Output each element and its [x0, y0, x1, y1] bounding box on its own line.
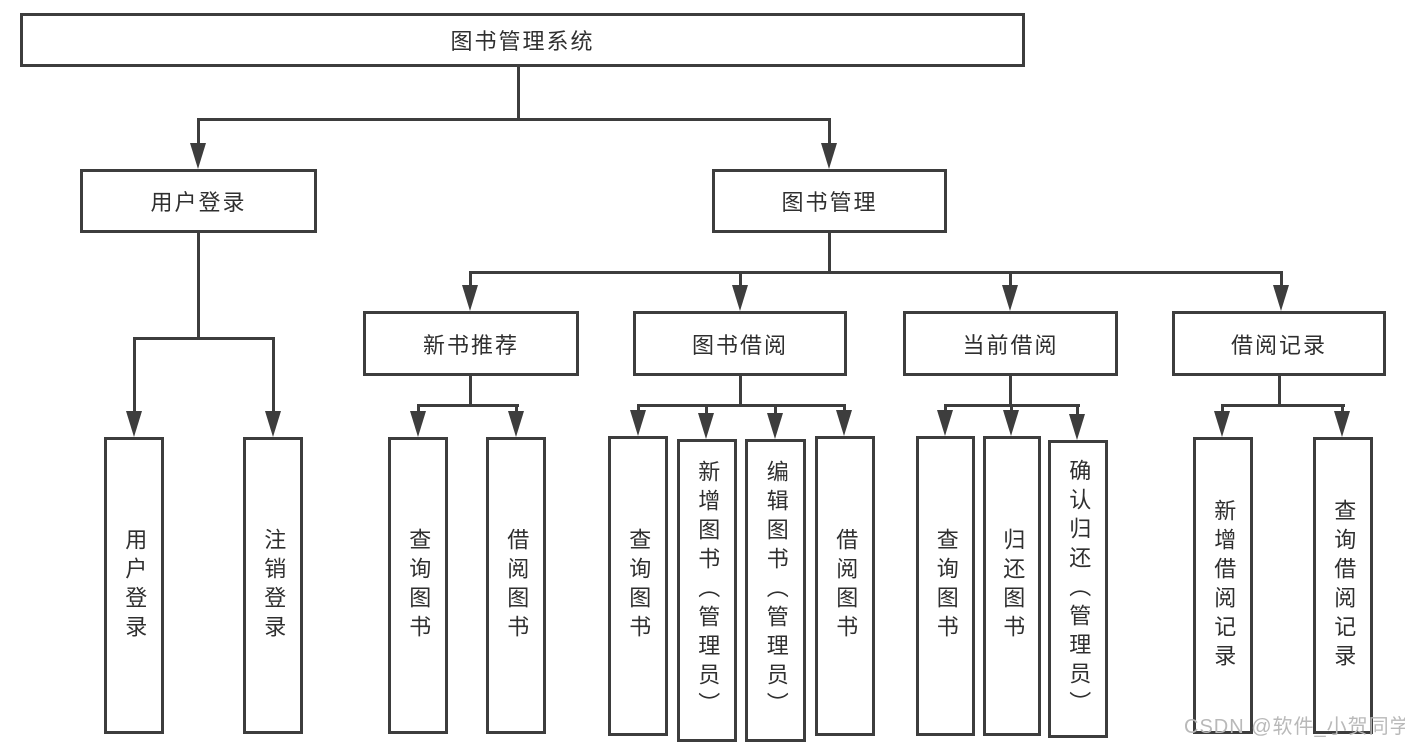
node-current-borrow: 当前借阅 [903, 311, 1118, 376]
leaf-user-login-label: 用户登录 [122, 527, 148, 644]
node-borrow-record: 借阅记录 [1172, 311, 1386, 376]
leaf-query-book-1-label: 查询图书 [406, 527, 432, 644]
watermark: CSDN @软件_小贺同学 [1184, 716, 1405, 738]
leaf-query-book-1: 查询图书 [388, 437, 448, 734]
arrowhead-down-icon [767, 413, 783, 439]
leaf-confirm-return-admin: 确认归还（管理员） [1048, 440, 1108, 738]
connector-line [828, 233, 831, 273]
node-current-borrow-label: 当前借阅 [962, 332, 1059, 358]
connector-line [637, 404, 846, 407]
node-new-book-rec-label: 新书推荐 [422, 332, 519, 358]
leaf-add-borrow-record: 新增借阅记录 [1193, 437, 1253, 734]
connector-line [843, 404, 846, 412]
arrowhead-down-icon [1003, 410, 1019, 436]
connector-line [417, 404, 420, 414]
leaf-borrow-book-1-label: 借阅图书 [504, 527, 530, 644]
arrowhead-down-icon [1273, 285, 1289, 311]
connector-line [774, 404, 777, 415]
arrowhead-down-icon [265, 411, 281, 437]
arrowhead-down-icon [836, 410, 852, 436]
node-book-mgmt: 图书管理 [712, 169, 947, 233]
connector-line [1278, 376, 1281, 407]
leaf-edit-book-admin-label: 编辑图书（管理员） [763, 460, 789, 721]
connector-line [517, 67, 520, 120]
node-root: 图书管理系统 [20, 13, 1025, 67]
connector-line [1009, 271, 1012, 288]
arrowhead-down-icon [1069, 414, 1085, 440]
node-user-login: 用户登录 [80, 169, 317, 233]
connector-line [133, 337, 275, 340]
leaf-borrow-book-1: 借阅图书 [486, 437, 546, 734]
node-book-borrow-label: 图书借阅 [691, 332, 788, 358]
leaf-add-borrow-record-label: 新增借阅记录 [1211, 498, 1237, 673]
node-user-login-label: 用户登录 [150, 190, 247, 215]
arrowhead-down-icon [1334, 411, 1350, 437]
connector-line [1009, 376, 1012, 407]
connector-line [1076, 404, 1079, 416]
arrowhead-down-icon [508, 411, 524, 437]
arrowhead-down-icon [732, 285, 748, 311]
connector-line [469, 376, 472, 407]
leaf-query-book-2-label: 查询图书 [626, 528, 652, 644]
leaf-query-book-3-label: 查询图书 [933, 528, 959, 644]
connector-line [197, 233, 200, 337]
connector-line [637, 404, 640, 412]
connector-line [828, 118, 831, 146]
connector-line [197, 118, 831, 121]
connector-line [417, 404, 519, 407]
leaf-confirm-return-admin-label: 确认归还（管理员） [1066, 458, 1092, 720]
node-book-borrow: 图书借阅 [633, 311, 847, 376]
leaf-query-book-2: 查询图书 [608, 436, 668, 736]
leaf-add-book-admin-label: 新增图书（管理员） [695, 460, 721, 721]
leaf-query-borrow-record-label: 查询借阅记录 [1331, 498, 1357, 673]
connector-line [515, 404, 518, 414]
arrowhead-down-icon [410, 411, 426, 437]
leaf-user-login: 用户登录 [104, 437, 164, 734]
leaf-borrow-book-2-label: 借阅图书 [833, 528, 859, 644]
leaf-return-book: 归还图书 [983, 436, 1041, 736]
leaf-query-borrow-record: 查询借阅记录 [1313, 437, 1373, 734]
arrowhead-down-icon [126, 411, 142, 437]
connector-line [1341, 404, 1344, 413]
arrowhead-down-icon [1002, 285, 1018, 311]
connector-line [944, 404, 947, 412]
leaf-query-book-3: 查询图书 [916, 436, 975, 736]
arrowhead-down-icon [630, 410, 646, 436]
connector-line [469, 271, 472, 288]
connector-line [1221, 404, 1224, 413]
node-book-mgmt-label: 图书管理 [781, 190, 878, 215]
arrowhead-down-icon [821, 143, 837, 169]
arrowhead-down-icon [1214, 411, 1230, 437]
leaf-return-book-label: 归还图书 [1000, 528, 1026, 644]
leaf-logout-login: 注销登录 [243, 437, 303, 734]
leaf-logout-login-label: 注销登录 [261, 527, 287, 644]
connector-line [272, 337, 275, 415]
node-borrow-record-label: 借阅记录 [1230, 332, 1327, 358]
arrowhead-down-icon [462, 285, 478, 311]
leaf-edit-book-admin: 编辑图书（管理员） [745, 439, 806, 742]
connector-line [197, 118, 200, 146]
arrowhead-down-icon [190, 143, 206, 169]
connector-line [705, 404, 708, 415]
node-root-label: 图书管理系统 [450, 29, 595, 54]
leaf-borrow-book-2: 借阅图书 [815, 436, 875, 736]
connector-line [739, 376, 742, 407]
connector-line [1221, 404, 1345, 407]
arrowhead-down-icon [937, 410, 953, 436]
connector-line [469, 271, 1283, 274]
arrowhead-down-icon [698, 413, 714, 439]
leaf-add-book-admin: 新增图书（管理员） [677, 439, 737, 742]
connector-line [1280, 271, 1283, 288]
connector-line [739, 271, 742, 288]
connector-line [1010, 404, 1013, 412]
connector-line [133, 337, 136, 415]
node-new-book-rec: 新书推荐 [363, 311, 579, 376]
